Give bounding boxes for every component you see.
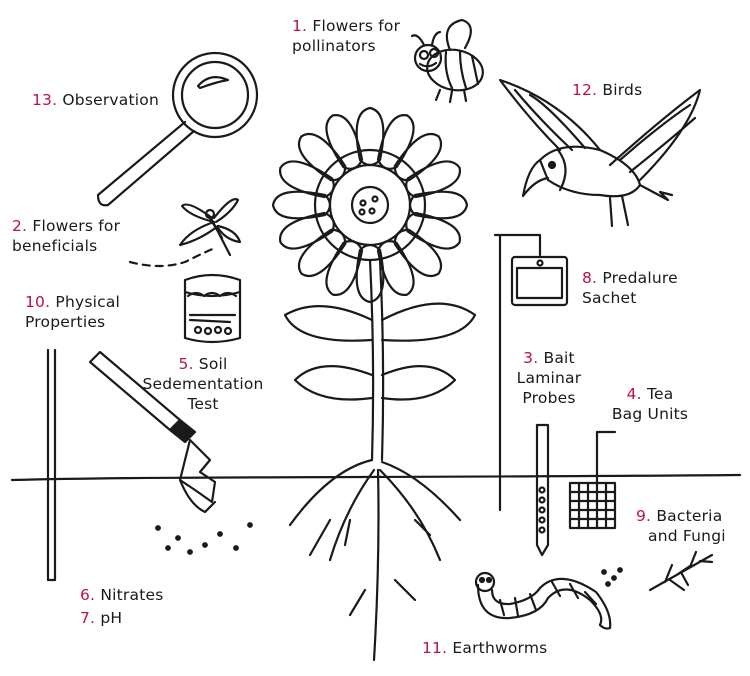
label-text: Bacteria	[656, 507, 723, 525]
label-flowers-for-pollinators: 1. Flowers for pollinators	[292, 16, 400, 56]
label-number: 5.	[178, 355, 194, 373]
bird-icon	[498, 78, 702, 228]
soil-jar-icon	[183, 273, 242, 344]
label-text: Observation	[62, 91, 159, 109]
label-text: Flowers for	[32, 217, 121, 235]
label-text: pH	[100, 609, 123, 627]
label-ph: 7. pH	[80, 608, 122, 628]
label-text: Laminar	[516, 369, 582, 387]
label-number: 3.	[523, 349, 539, 367]
label-predalure-sachet: 8. Predalure Sachet	[582, 268, 678, 308]
bait-lamina-probe-icon	[535, 423, 550, 557]
label-earthworms: 11. Earthworms	[422, 638, 547, 658]
label-text: Sedementation	[142, 375, 264, 393]
label-soil-sedementation-test: 5. Soil Sedementation Test	[138, 354, 268, 414]
label-physical-properties: 10. Physical Properties	[25, 292, 120, 332]
label-observation: 13. Observation	[32, 90, 159, 110]
dragonfly-icon	[178, 198, 242, 257]
label-number: 12.	[572, 81, 598, 99]
label-text: Predalure	[602, 269, 678, 287]
label-number: 9.	[636, 507, 652, 525]
sunflower-icon	[271, 106, 477, 662]
flight-path	[128, 246, 217, 268]
label-text: Nitrates	[100, 586, 164, 604]
label-text: Birds	[602, 81, 643, 99]
label-text: Tea	[646, 385, 674, 403]
label-bacteria-and-fungi: 9. Bacteria and Fungi	[636, 506, 726, 546]
bee-icon	[410, 18, 484, 104]
label-number: 1.	[292, 17, 308, 35]
label-number: 13.	[32, 91, 58, 109]
label-text: Physical	[55, 293, 121, 311]
label-tea-bag-units: 4. Tea Bag Units	[600, 384, 700, 424]
label-text: Sachet	[582, 289, 637, 307]
fungi-icon	[601, 550, 714, 592]
label-number: 10.	[25, 293, 51, 311]
ground-line	[10, 473, 742, 482]
label-text: Bait	[543, 349, 575, 367]
label-text: Soil	[198, 355, 228, 373]
label-text: Flowers for	[312, 17, 401, 35]
soil-probe-icon	[46, 348, 253, 582]
label-number: 2.	[12, 217, 28, 235]
label-text: pollinators	[292, 37, 376, 55]
label-flowers-for-beneficials: 2. Flowers for beneficials	[12, 216, 120, 256]
label-text: Properties	[25, 313, 106, 331]
label-text: and Fungi	[648, 527, 726, 545]
label-text: beneficials	[12, 237, 98, 255]
label-text: Test	[187, 395, 219, 413]
label-number: 8.	[582, 269, 598, 287]
label-text: Earthworms	[452, 639, 548, 657]
label-number: 7.	[80, 609, 96, 627]
earthworm-icon	[474, 571, 612, 630]
label-bait-laminar-probes: 3. Bait Laminar Probes	[504, 348, 594, 408]
label-birds: 12. Birds	[572, 80, 642, 100]
label-text: Bag Units	[611, 405, 689, 423]
predalure-sachet-icon	[493, 233, 569, 512]
tea-bag-icon	[568, 430, 617, 530]
label-number: 4.	[626, 385, 642, 403]
label-number: 11.	[422, 639, 448, 657]
label-number: 6.	[80, 586, 96, 604]
label-nitrates: 6. Nitrates	[80, 585, 163, 605]
label-text: Probes	[522, 389, 576, 407]
magnifier-icon	[96, 51, 259, 207]
